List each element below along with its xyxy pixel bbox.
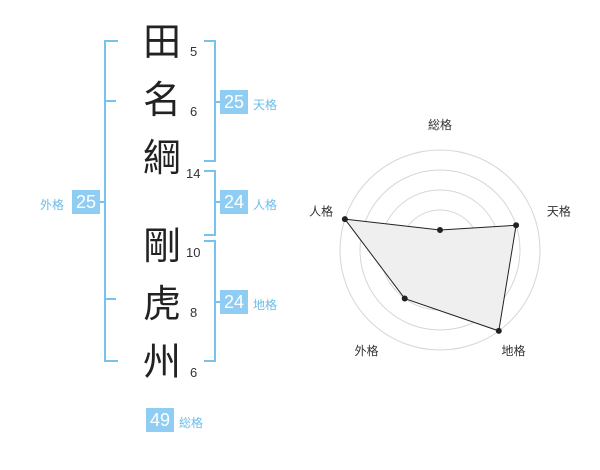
surname-char-2: 名 (142, 78, 181, 122)
radar-axis-label: 総格 (428, 117, 452, 132)
radar-axis-label: 天格 (547, 203, 571, 218)
tenkaku-label: 天格 (253, 98, 278, 112)
radar-point-2 (513, 222, 520, 229)
soukaku-value: 49 (146, 408, 174, 432)
radar-grid-ring (359, 169, 521, 331)
tenkaku-value: 25 (220, 90, 248, 114)
gaikaku-bracket-tick (104, 100, 116, 102)
stroke-count-6: 6 (190, 365, 198, 380)
tenkaku-connector (214, 101, 220, 103)
gaikaku-bracket (104, 40, 118, 362)
stroke-count-2: 6 (190, 104, 198, 119)
given-char-1: 剛 (142, 224, 181, 268)
radar-axis-label: 外格 (355, 343, 379, 358)
radar-score-area (343, 218, 517, 332)
jinkaku-connector (214, 201, 220, 203)
surname-char-1: 田 (142, 20, 181, 64)
radar-point-3 (495, 327, 502, 334)
chikaku-value: 24 (220, 290, 248, 314)
radar-axis-label: 人格 (309, 203, 333, 218)
radar-point-5 (341, 216, 348, 223)
stroke-count-1: 5 (190, 44, 198, 59)
radar-point-1 (437, 227, 443, 233)
gaikaku-label: 外格 (40, 198, 65, 212)
radar-grid-ring (339, 149, 541, 351)
stroke-count-3: 14 (186, 166, 201, 181)
stroke-count-4: 10 (186, 245, 201, 260)
jinkaku-label: 人格 (253, 198, 278, 212)
jinkaku-value: 24 (220, 190, 248, 214)
gaikaku-value: 25 (72, 190, 100, 214)
radar-axis-label: 地格 (501, 343, 525, 358)
gaikaku-connector (96, 201, 104, 203)
soukaku-label: 総格 (179, 416, 204, 430)
given-char-3: 州 (142, 340, 181, 384)
chikaku-label: 地格 (253, 298, 278, 312)
jinkaku-bracket (204, 170, 216, 236)
gaikaku-bracket-tick (104, 298, 116, 300)
given-char-2: 虎 (142, 282, 181, 326)
radar-points (341, 216, 520, 334)
surname-char-3: 綱 (142, 136, 181, 180)
chikaku-connector (214, 301, 220, 303)
radar-point-4 (401, 295, 408, 302)
stroke-count-5: 8 (190, 305, 198, 320)
